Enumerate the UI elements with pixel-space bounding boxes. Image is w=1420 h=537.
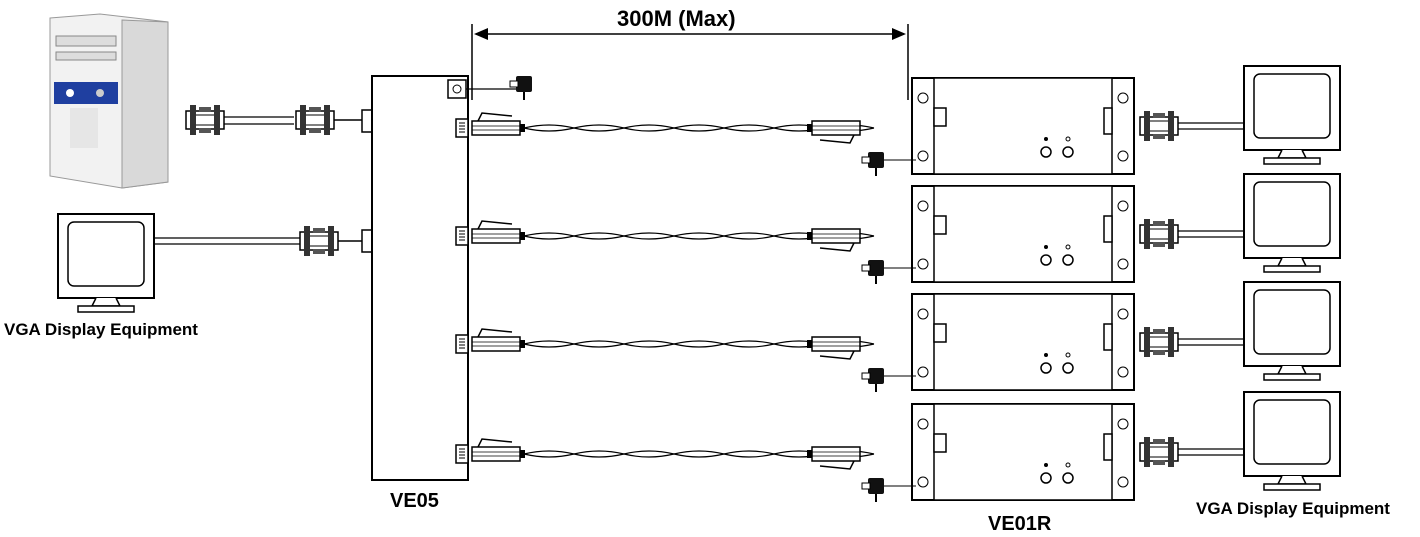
receiver-row — [455, 281, 1341, 393]
distance-label: 300M (Max) — [617, 6, 736, 31]
local-monitor — [57, 213, 375, 313]
ve05-label: VE05 — [390, 490, 439, 512]
local-display-label: VGA Display Equipment — [4, 320, 198, 339]
receiver-row — [455, 173, 1341, 285]
ve05-transmitter — [371, 75, 533, 481]
pc-tower — [49, 13, 169, 189]
receiver-row — [455, 65, 1341, 177]
distance-dimension — [471, 24, 909, 100]
remote-displays-label: VGA Display Equipment — [1196, 499, 1390, 518]
pc-vga-cable — [185, 104, 375, 136]
receiver-row — [455, 391, 1341, 503]
ve01r-label: VE01R — [988, 513, 1052, 535]
